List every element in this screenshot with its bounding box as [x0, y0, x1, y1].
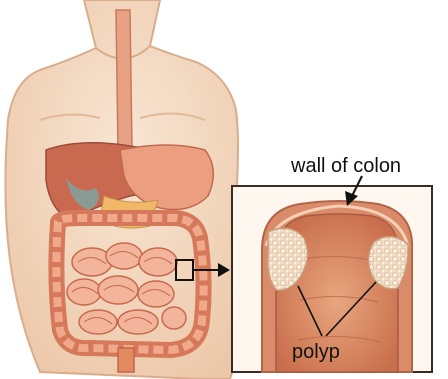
esophagus: [116, 10, 132, 150]
rectum: [118, 348, 134, 372]
small-intestine: [67, 243, 186, 334]
polyp-label: polyp: [292, 341, 340, 363]
wall-label: wall of colon: [290, 155, 401, 177]
